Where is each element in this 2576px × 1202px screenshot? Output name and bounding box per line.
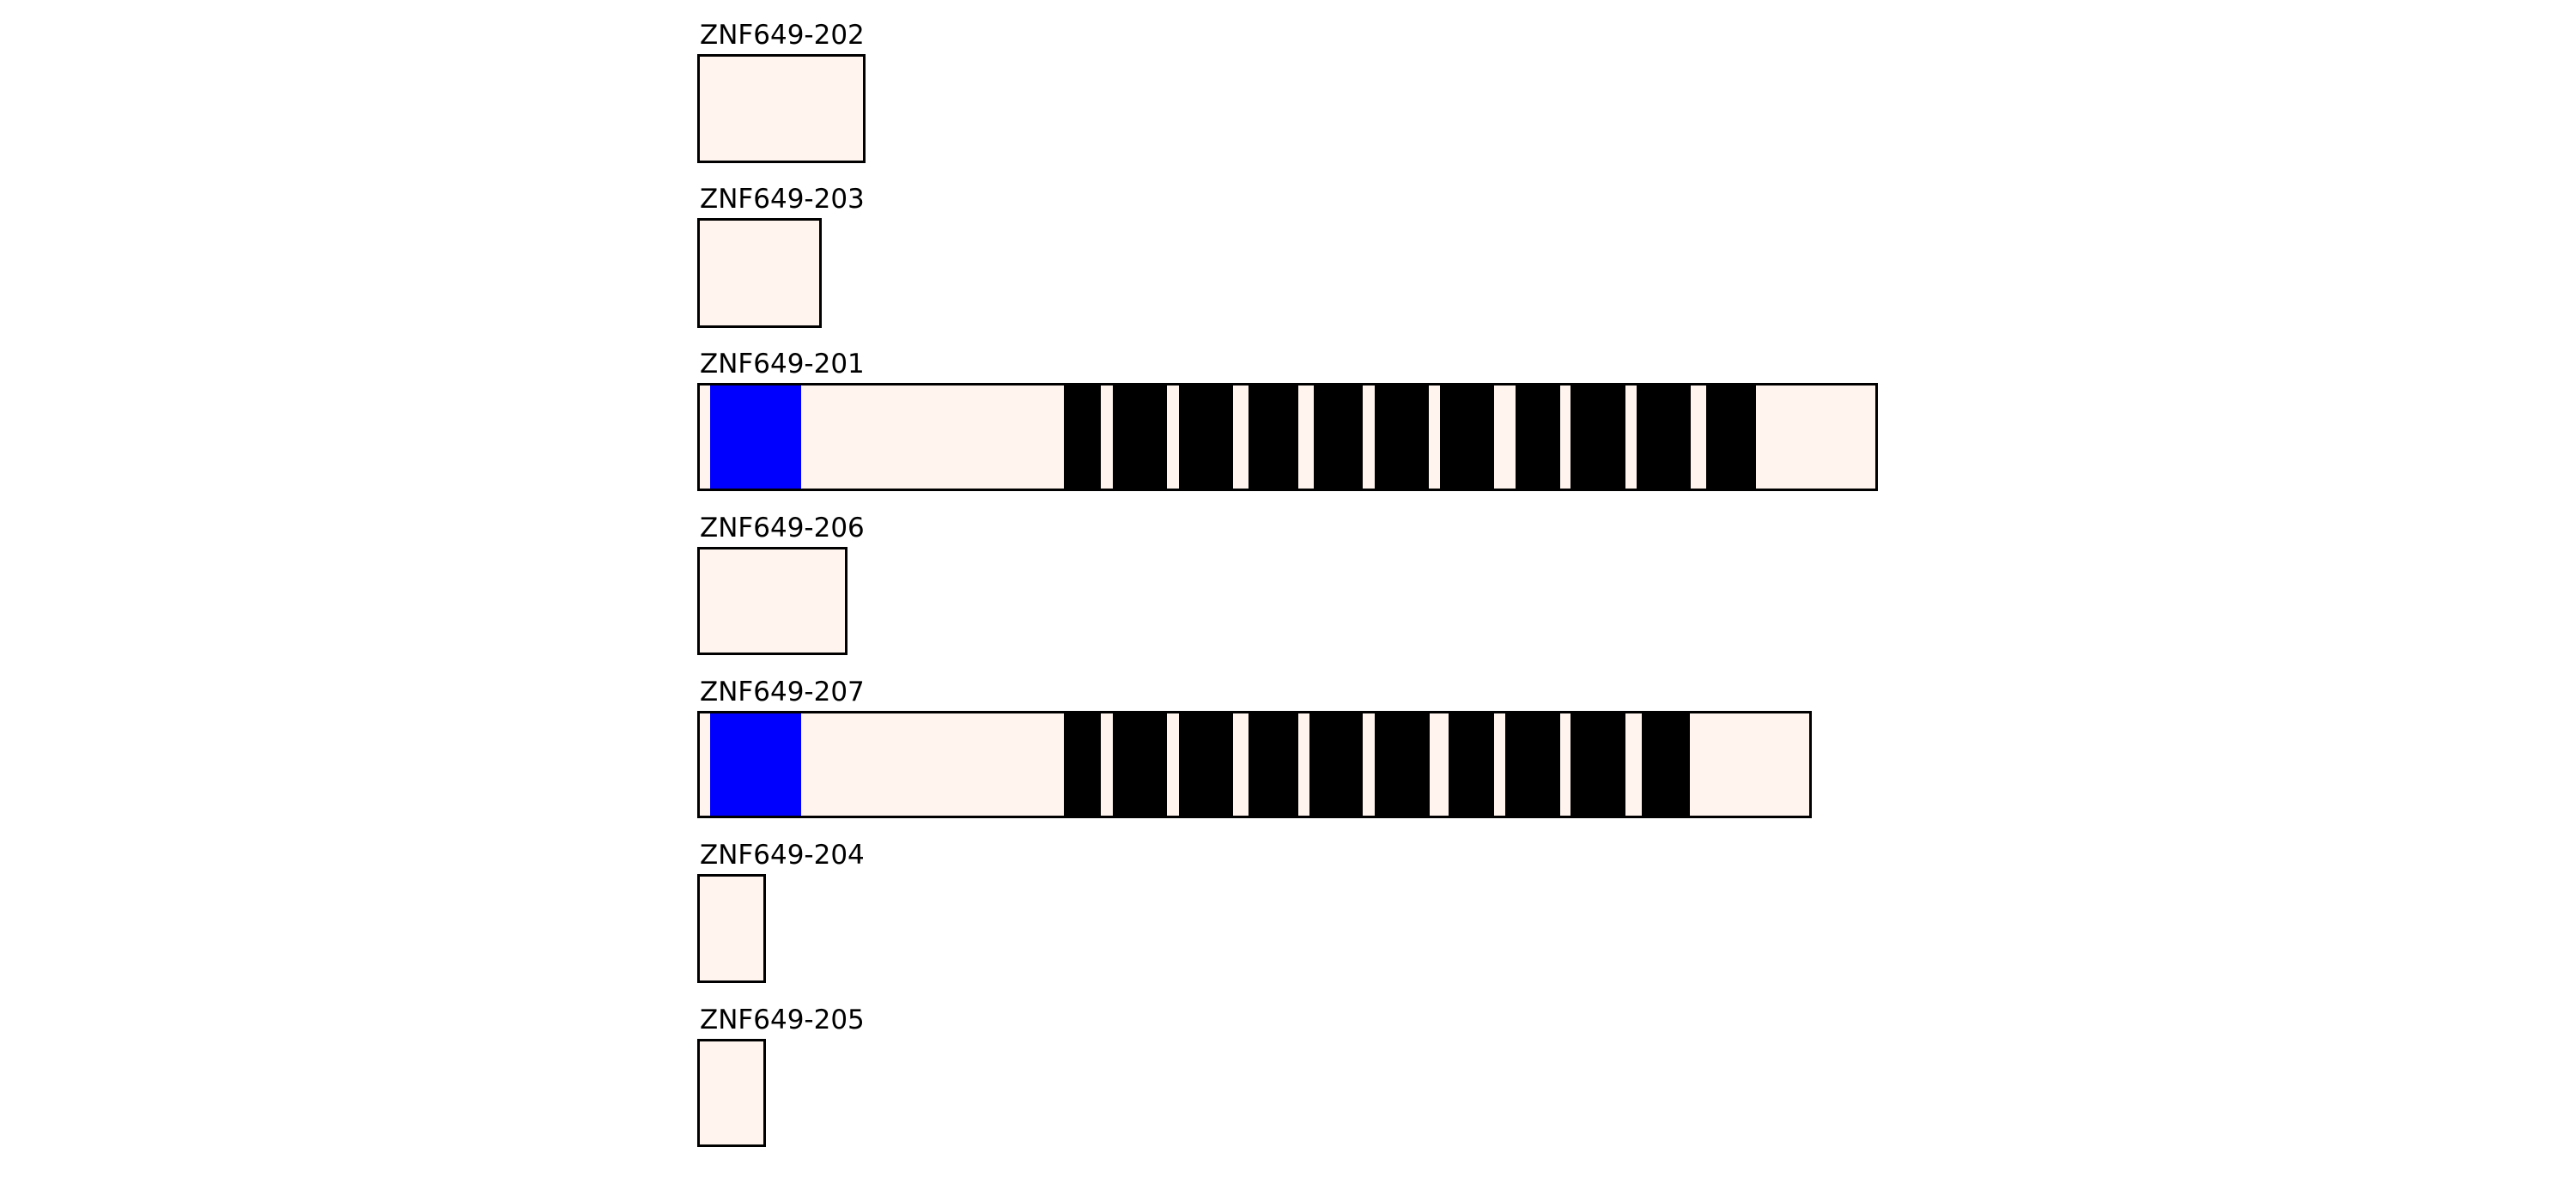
transcript-label: ZNF649-203 bbox=[700, 184, 865, 215]
zinc-finger-domain bbox=[1505, 713, 1560, 816]
zinc-finger-domain bbox=[1571, 713, 1625, 816]
transcript-label: ZNF649-205 bbox=[700, 1005, 865, 1035]
zinc-finger-domain bbox=[1706, 385, 1756, 489]
zinc-finger-domain bbox=[1375, 713, 1430, 816]
zinc-finger-domain bbox=[1309, 713, 1363, 816]
zinc-finger-domain bbox=[1113, 713, 1167, 816]
zinc-finger-domain bbox=[1571, 385, 1625, 489]
zinc-finger-domain bbox=[1064, 713, 1101, 816]
zinc-finger-domain bbox=[1516, 385, 1560, 489]
transcript-bar bbox=[697, 547, 848, 655]
zinc-finger-domain bbox=[1179, 713, 1233, 816]
zinc-finger-domain bbox=[1637, 385, 1691, 489]
zinc-finger-domain bbox=[1449, 713, 1494, 816]
zinc-finger-domain bbox=[1064, 385, 1101, 489]
zinc-finger-domain bbox=[1179, 385, 1233, 489]
transcript-label: ZNF649-206 bbox=[700, 513, 865, 543]
transcript-bar bbox=[697, 383, 1878, 491]
zinc-finger-domain bbox=[1440, 385, 1494, 489]
transcript-label: ZNF649-204 bbox=[700, 840, 865, 871]
zinc-finger-domain bbox=[1375, 385, 1429, 489]
transcript-bar bbox=[697, 54, 866, 163]
transcript-label: ZNF649-202 bbox=[700, 20, 865, 51]
zinc-finger-domain bbox=[1249, 385, 1298, 489]
transcript-bar bbox=[697, 711, 1812, 818]
transcript-bar bbox=[697, 874, 766, 983]
krab-domain bbox=[710, 385, 801, 489]
zinc-finger-domain bbox=[1314, 385, 1363, 489]
krab-domain bbox=[710, 713, 801, 816]
transcript-label: ZNF649-207 bbox=[700, 677, 865, 707]
transcript-label: ZNF649-201 bbox=[700, 349, 865, 379]
zinc-finger-domain bbox=[1249, 713, 1298, 816]
transcript-bar bbox=[697, 1039, 766, 1147]
zinc-finger-domain bbox=[1113, 385, 1167, 489]
zinc-finger-domain bbox=[1642, 713, 1690, 816]
transcript-bar bbox=[697, 218, 822, 328]
